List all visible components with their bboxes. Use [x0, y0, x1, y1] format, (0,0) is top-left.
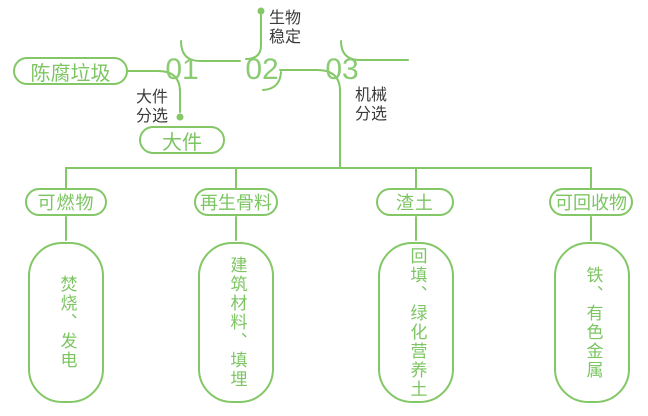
disposal-text-recyclables: 铁、有色金属 [582, 265, 603, 380]
category-node-recyclables: 可回收物 [549, 188, 633, 216]
disposal-text-recycled-aggregate: 建筑材料、填埋 [226, 256, 247, 389]
category-node-combustibles: 可燃物 [25, 188, 107, 216]
disposal-box-recycled-aggregate: 建筑材料、填埋 [198, 242, 274, 403]
step-label-mechanical-sorting: 机械分选 [355, 85, 388, 123]
step-number-02: 02 [245, 53, 279, 86]
bulky-branch-dot [176, 113, 184, 121]
connector-source-to-bulky [127, 70, 181, 113]
disposal-box-recyclables: 铁、有色金属 [554, 242, 630, 403]
step-number-01: 01 [165, 53, 199, 86]
hook-under-02 [262, 71, 282, 91]
bulky-items-node: 大件 [139, 126, 225, 154]
connector-01-to-02 [180, 40, 241, 62]
step-label-bio-stabilization: 生物稳定 [269, 8, 302, 46]
disposal-box-combustibles: 焚烧、发电 [28, 242, 104, 403]
connector-03-out [340, 40, 409, 61]
disposal-box-slag-soil: 回填、绿化营养土 [378, 242, 454, 403]
source-node: 陈腐垃圾 [13, 57, 128, 85]
category-node-slag-soil: 渣土 [376, 188, 454, 216]
step-number-03: 03 [325, 53, 359, 86]
category-node-recycled-aggregate: 再生骨料 [194, 188, 278, 216]
connector-bio-to-02 [245, 14, 262, 60]
step-label-bulky-sorting: 大件分选 [136, 87, 169, 125]
disposal-text-combustibles: 焚烧、发电 [56, 275, 77, 370]
distributor-line [65, 167, 592, 189]
bio-branch-dot [257, 7, 265, 15]
disposal-text-slag-soil: 回填、绿化营养土 [406, 246, 427, 399]
connector-02-to-distributor [279, 69, 341, 169]
